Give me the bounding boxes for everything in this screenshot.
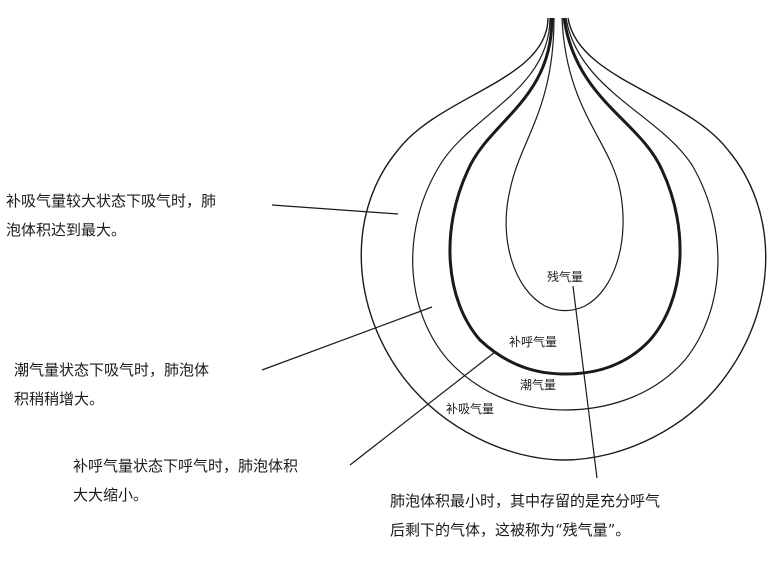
callout-residual-line2: 后剩下的气体，这被称为“残气量”。 <box>390 521 631 539</box>
callout-tidal-line1: 潮气量状态下吸气时，肺泡体 <box>14 361 210 379</box>
callout-residual: 肺泡体积最小时，其中存留的是充分呼气 后剩下的气体，这被称为“残气量”。 <box>390 487 660 545</box>
zone-label-inspiratory-reserve: 补吸气量 <box>446 401 494 416</box>
callout-expiratory-reserve: 补呼气量状态下呼气时，肺泡体积 大大缩小。 <box>73 452 298 510</box>
callout-inspiratory-reserve-line1: 补吸气量较大状态下吸气时，肺 <box>6 192 217 210</box>
leader-line-tidal <box>261 306 433 371</box>
alveolus-outline-expiratory-reserve <box>448 17 682 376</box>
callout-inspiratory-reserve: 补吸气量较大状态下吸气时，肺 泡体积达到最大。 <box>6 187 216 245</box>
zone-label-tidal: 潮气量 <box>520 377 556 392</box>
alveolus-outline-residual <box>505 17 624 312</box>
alveolus-outline-tidal <box>412 17 719 411</box>
leader-line-residual <box>572 285 598 479</box>
callout-expiratory-reserve-line1: 补呼气量状态下呼气时，肺泡体积 <box>73 457 299 475</box>
callout-inspiratory-reserve-line2: 泡体积达到最大。 <box>6 221 127 239</box>
callout-residual-line1: 肺泡体积最小时，其中存留的是充分呼气 <box>390 492 661 510</box>
zone-label-residual: 残气量 <box>547 269 583 284</box>
callout-tidal-line2: 积稍稍增大。 <box>14 390 105 408</box>
callout-tidal: 潮气量状态下吸气时，肺泡体 积稍稍增大。 <box>14 356 209 414</box>
callout-expiratory-reserve-line2: 大大缩小。 <box>73 486 149 504</box>
leader-line-inspiratory-reserve <box>271 204 399 215</box>
alveolus-outline-max-inspiration <box>360 17 767 461</box>
leader-line-expiratory-reserve <box>349 351 496 466</box>
zone-label-expiratory-reserve: 补呼气量 <box>509 334 557 349</box>
